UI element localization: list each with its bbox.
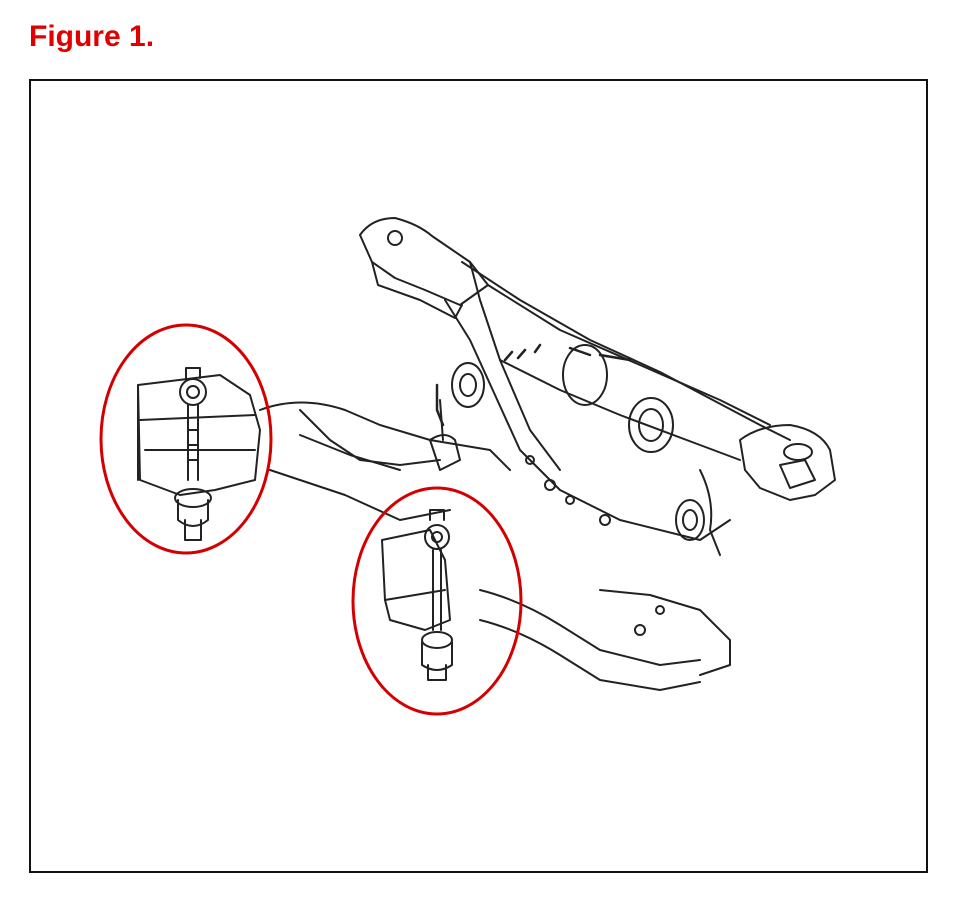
main-arm xyxy=(444,261,791,541)
figure-title: Figure 1. xyxy=(29,20,155,53)
cross-beam xyxy=(259,399,511,521)
right-end-mount xyxy=(675,424,836,556)
detail-strokes xyxy=(435,343,632,427)
lower-rear-tube xyxy=(479,589,731,691)
center-mount-assembly xyxy=(381,509,453,681)
left-mount-highlight xyxy=(99,323,273,555)
rear-upper-mount-bracket xyxy=(359,217,489,319)
left-mount-assembly xyxy=(137,367,261,541)
figure-frame xyxy=(29,79,928,873)
highlight-group xyxy=(99,323,523,716)
center-mount-highlight xyxy=(351,486,523,716)
